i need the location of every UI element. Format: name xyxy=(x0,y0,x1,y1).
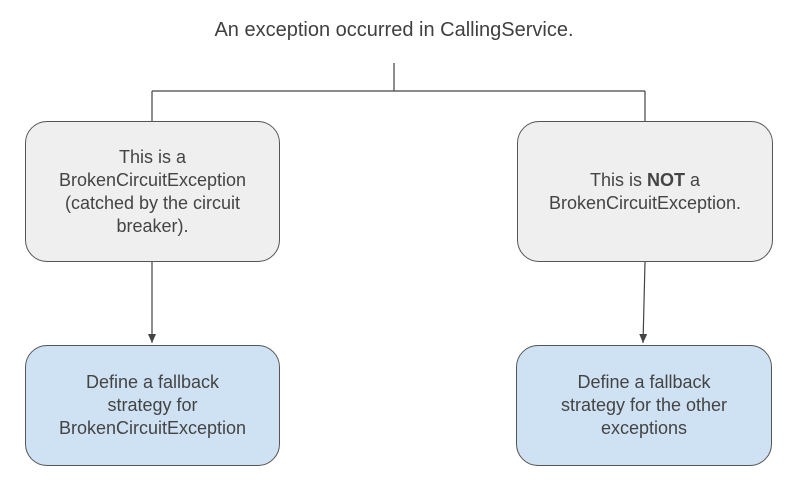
right-action-line-3: exceptions xyxy=(600,418,688,438)
left-action-text: Define a fallback strategy for BrokenCir… xyxy=(59,371,246,440)
left-condition-line-1: This is a xyxy=(118,146,187,167)
right-condition-suffix: a xyxy=(685,169,701,190)
right-condition-prefix: This is xyxy=(589,169,647,190)
left-condition-line-2: BrokenCircuitException xyxy=(58,169,247,190)
right-condition-box: This is NOT a BrokenCircuitException. xyxy=(517,121,773,262)
right-condition-text: This is NOT a BrokenCircuitException. xyxy=(549,169,741,215)
right-condition-line-2: BrokenCircuitException. xyxy=(548,192,742,213)
left-action-line-1: Define a fallback xyxy=(85,372,220,392)
left-condition-line-3: (catched by the circuit xyxy=(64,192,241,213)
right-arrow xyxy=(639,261,648,344)
diagram-title: An exception occurred in CallingService. xyxy=(214,19,574,41)
right-action-line-1: Define a fallback xyxy=(577,372,711,392)
left-action-line-3: BrokenCircuitException xyxy=(58,418,247,438)
left-condition-text: This is a BrokenCircuitException (catche… xyxy=(59,146,246,238)
left-action-box: Define a fallback strategy for BrokenCir… xyxy=(25,345,280,466)
left-action-line-2: strategy for xyxy=(107,395,198,415)
right-condition-emphasis: NOT xyxy=(647,169,685,190)
right-action-line-2: strategy for the other xyxy=(560,395,728,415)
left-condition-box: This is a BrokenCircuitException (catche… xyxy=(25,121,280,262)
right-action-box: Define a fallback strategy for the other… xyxy=(516,345,772,466)
right-action-text: Define a fallback strategy for the other… xyxy=(561,371,727,440)
left-condition-line-4: breaker). xyxy=(116,215,189,236)
